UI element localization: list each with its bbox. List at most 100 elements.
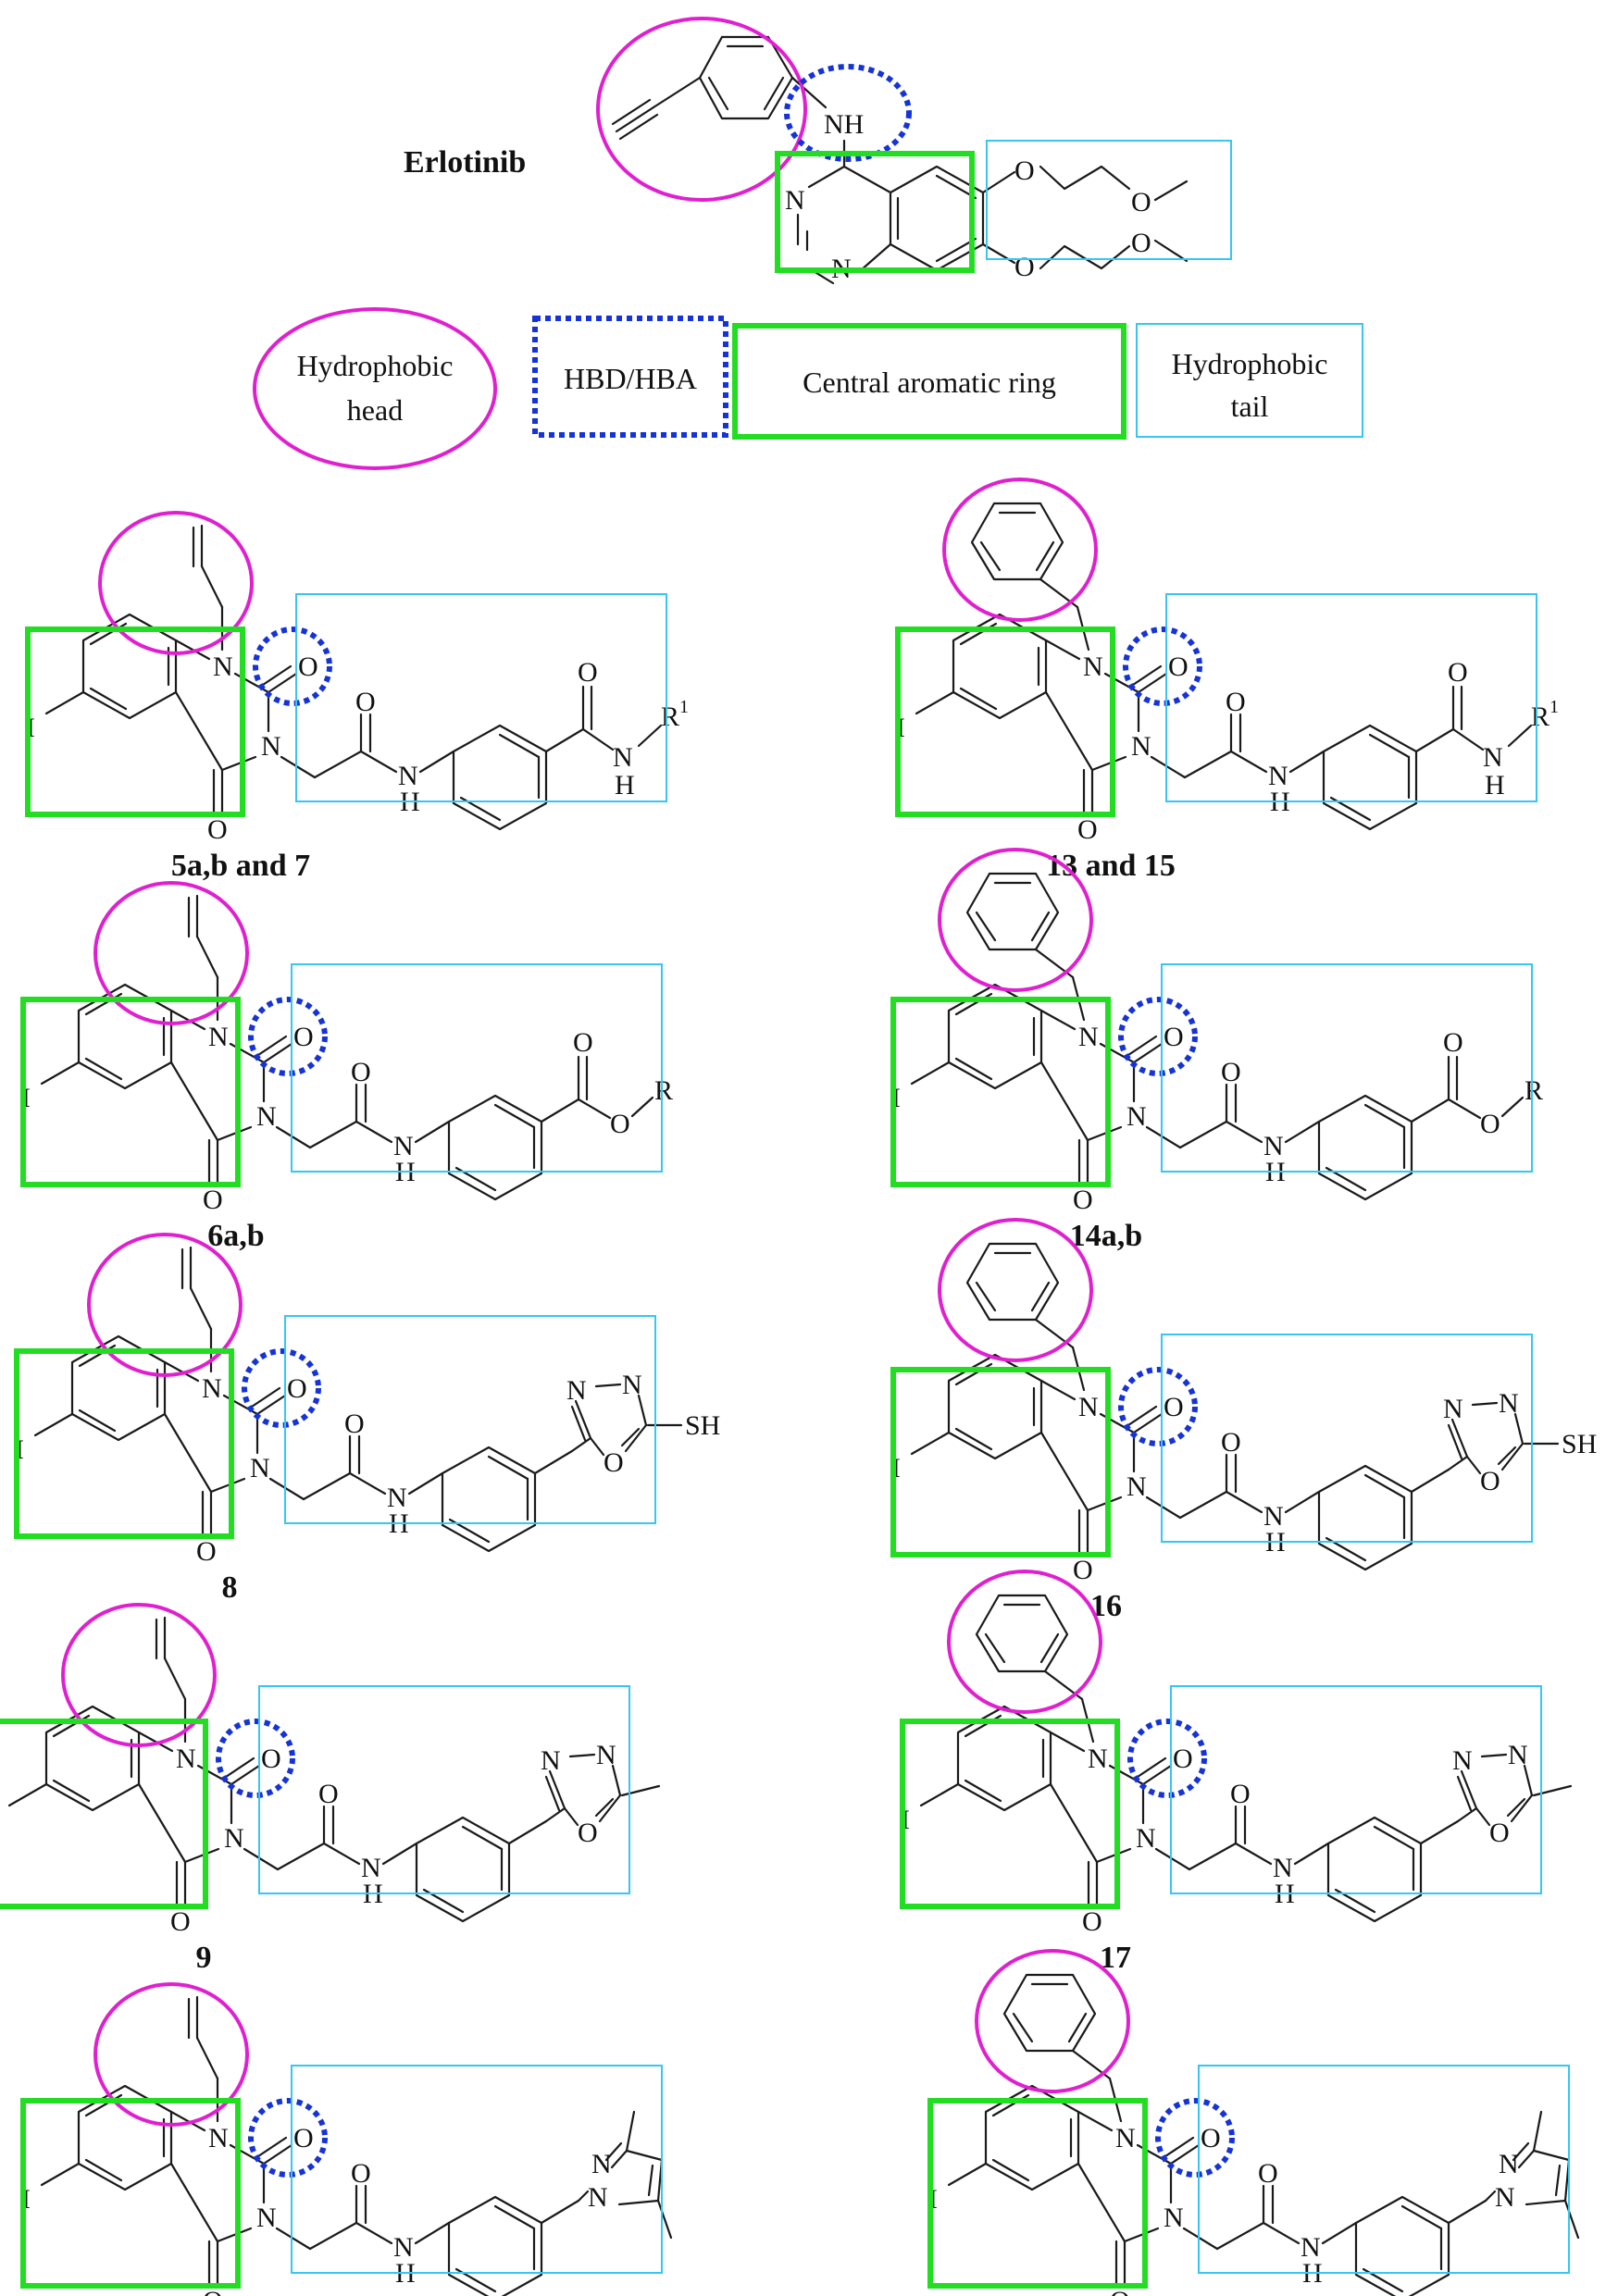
- hbd-marker: [1123, 627, 1202, 706]
- thiol-label: SH: [1562, 1429, 1597, 1459]
- core-marker: [890, 997, 1111, 1187]
- erlotinib-title: Erlotinib: [404, 145, 526, 180]
- erlotinib-o3-label: O: [1014, 252, 1035, 282]
- core-skeleton: [44, 613, 585, 831]
- tail-n-label: N: [1483, 742, 1503, 773]
- tail-r-superscript: 1: [679, 697, 689, 717]
- legend-core-shape: [732, 323, 1126, 440]
- n1-label: N: [1078, 1022, 1099, 1052]
- tail-r-label: R: [654, 1075, 673, 1106]
- core-skeleton: [910, 983, 1450, 1201]
- pyrazole-n2-label: N: [1499, 2149, 1519, 2179]
- c4-oxygen-label: O: [196, 1536, 217, 1567]
- c4-oxygen-label: O: [1077, 814, 1098, 845]
- erlotinib-n1-label: N: [785, 185, 805, 216]
- amide-nh-label: N: [1263, 1131, 1284, 1161]
- core-marker: [890, 1367, 1111, 1558]
- tail-oxygen-label: O: [1448, 657, 1468, 688]
- core-marker: [895, 627, 1115, 817]
- tail-marker: [291, 963, 663, 1173]
- erlotinib-tail-marker: [986, 140, 1232, 260]
- amide-oxygen-label: O: [351, 1057, 371, 1087]
- compound-10: NONOIONHNN10: [20, 1982, 673, 2296]
- legend-hbd-shape: [532, 316, 728, 438]
- n3-label: N: [250, 1453, 270, 1483]
- tail-dimethylpyrazole: NN: [1484, 2110, 1580, 2240]
- tail-r-label: R: [1525, 1075, 1543, 1106]
- oxadiazole-n2-label: N: [1508, 1740, 1528, 1770]
- n1-label: N: [1088, 1744, 1108, 1774]
- head-marker: [87, 1233, 243, 1377]
- tail-dimethylpyrazole: NN: [577, 2110, 673, 2240]
- c2-oxygen-label: O: [287, 1373, 307, 1404]
- erlotinib-o1-label: O: [1014, 155, 1035, 186]
- amide-oxygen-label: O: [1258, 2158, 1278, 2189]
- n3-label: N: [1164, 2203, 1184, 2233]
- n3-label: N: [256, 2203, 277, 2233]
- c4-oxygen-label: O: [1082, 1906, 1102, 1937]
- core-skeleton: [947, 2084, 1487, 2296]
- compound-label: 6a,b: [207, 1219, 264, 1253]
- c2-oxygen-label: O: [1164, 1392, 1184, 1422]
- hbd-marker: [1118, 997, 1198, 1076]
- n1-label: N: [176, 1744, 196, 1774]
- c2-oxygen-label: O: [1173, 1744, 1193, 1774]
- amide-oxygen-label: O: [344, 1409, 365, 1439]
- tail-ester-oxygen-label: O: [610, 1109, 630, 1139]
- core-marker: [25, 627, 245, 817]
- head-marker: [93, 881, 249, 1025]
- c4-oxygen-label: O: [207, 814, 228, 845]
- n3-label: N: [256, 1101, 277, 1132]
- tail-marker: [291, 2065, 663, 2274]
- n3-label: N: [1131, 731, 1151, 762]
- n3-label: N: [224, 1823, 244, 1854]
- pyrazole-n2-label: N: [591, 2149, 612, 2179]
- tail-marker: [258, 1685, 630, 1894]
- head-marker: [947, 1570, 1102, 1714]
- amide-oxygen-label: O: [1226, 687, 1246, 717]
- n1-label: N: [1078, 1392, 1099, 1422]
- tail-marker: [1198, 2065, 1570, 2274]
- n3-label: N: [1126, 1471, 1147, 1502]
- n3-label: N: [261, 731, 281, 762]
- core-marker: [20, 997, 241, 1187]
- pyrazole-n1-label: N: [1495, 2182, 1515, 2213]
- core-marker: [900, 1719, 1120, 1909]
- tail-n-label: N: [613, 742, 633, 773]
- tail-r-superscript: 1: [1550, 697, 1559, 717]
- n3-label: N: [1126, 1101, 1147, 1132]
- head-marker: [938, 1218, 1093, 1362]
- c2-oxygen-label: O: [298, 652, 318, 682]
- head-marker: [98, 511, 254, 655]
- legend-tail-line1: Hydrophobic: [1172, 347, 1328, 380]
- oxadiazole-n2-label: N: [1499, 1388, 1519, 1419]
- legend-core-text: Central aromatic ring: [803, 366, 1056, 399]
- legend-tail-shape: [1136, 323, 1363, 438]
- tail-marker: [295, 593, 667, 802]
- tail-marker: [1161, 963, 1533, 1173]
- c2-oxygen-label: O: [1168, 652, 1189, 682]
- legend-hbd-text: HBD/HBA: [564, 362, 697, 395]
- amide-nh-label: N: [398, 761, 418, 791]
- amide-oxygen-label: O: [351, 2158, 371, 2189]
- n1-label: N: [208, 2123, 229, 2153]
- amide-nh-label: N: [393, 2232, 414, 2263]
- amide-oxygen-label: O: [1221, 1427, 1241, 1458]
- c2-oxygen-label: O: [293, 2123, 314, 2153]
- amide-nh-label: N: [361, 1853, 381, 1883]
- tail-h-label: H: [1485, 770, 1505, 800]
- erlotinib-nh-label: NH: [824, 109, 864, 140]
- c2-oxygen-label: O: [1201, 2123, 1221, 2153]
